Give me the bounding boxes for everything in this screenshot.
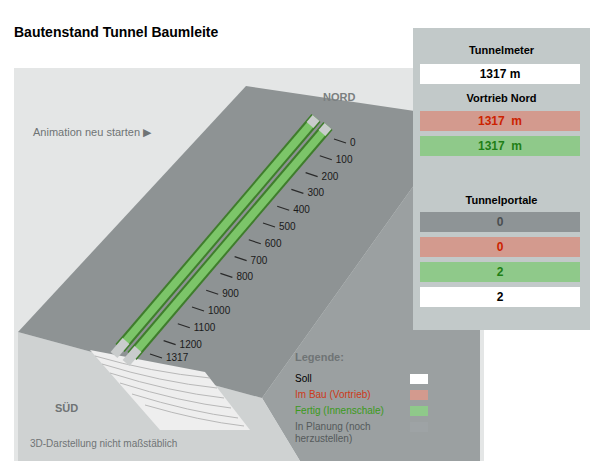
legend-text: Fertig (Innenschale) — [295, 405, 399, 417]
scale-tick — [291, 189, 303, 193]
value-box: 1317 m — [420, 111, 580, 131]
panel-heading: Vortrieb Nord — [413, 92, 590, 104]
value-box: 0 — [420, 212, 580, 232]
value-box: 2 — [420, 287, 580, 307]
legend-text: Im Bau (Vortrieb) — [295, 389, 399, 401]
diagram-title: Bautenstand Tunnel Baumleite — [14, 24, 218, 40]
legend-swatch — [410, 422, 428, 432]
animation-link: Animation neu starten ▶ — [33, 126, 152, 139]
scale-tick — [235, 257, 247, 261]
scale-tick — [178, 324, 190, 328]
legend-heading: Legende: — [295, 351, 344, 363]
legend-text: Soll — [295, 373, 399, 385]
compass-label: SÜD — [55, 402, 78, 414]
scale-tick — [306, 173, 318, 177]
scale-tick — [220, 273, 232, 277]
scale-number: 1000 — [208, 305, 230, 316]
scale-number: 100 — [336, 154, 353, 165]
scale-number: 300 — [307, 187, 324, 198]
rock-strata — [95, 356, 244, 426]
scale-tick — [320, 156, 332, 160]
scale-number: 900 — [222, 288, 239, 299]
scale-number: 400 — [293, 204, 310, 215]
value-text: 1317 m — [420, 114, 580, 128]
scale-number: 200 — [322, 171, 339, 182]
value-box: 1317 m — [420, 64, 580, 84]
scale-tick — [150, 354, 162, 358]
value-text: 1317 m — [420, 139, 580, 153]
scale-number: 500 — [279, 221, 296, 232]
scale-number: 600 — [265, 238, 282, 249]
scale-tick — [164, 341, 176, 345]
scale-ticks — [150, 139, 346, 358]
value-text: 0 — [420, 215, 580, 229]
panel-heading: Tunnelportale — [413, 194, 590, 206]
block-top — [18, 86, 462, 398]
scale-note: 3D-Darstellung nicht maßstäblich — [30, 438, 177, 449]
value-text: 0 — [420, 240, 580, 254]
scale-number: 800 — [236, 271, 253, 282]
scale-number: 1317 — [166, 352, 188, 363]
legend-swatch — [410, 406, 428, 416]
panel-heading: Tunnelmeter — [413, 44, 590, 56]
status-panel: TunnelmeterVortrieb NordTunnelportale 131… — [413, 28, 590, 330]
value-text: 2 — [420, 290, 580, 304]
legend-swatch — [410, 374, 428, 384]
scale-number: 0 — [350, 137, 356, 148]
legend-text: In Planung (noch herzustellen) — [295, 421, 399, 445]
rock-cut — [90, 350, 250, 430]
scale-tick — [192, 307, 204, 311]
scale-tick — [249, 240, 261, 244]
value-box: 0 — [420, 237, 580, 257]
value-text: 1317 m — [420, 67, 580, 81]
scale-number: 1200 — [180, 339, 202, 350]
value-box: 2 — [420, 262, 580, 282]
value-text: 2 — [420, 265, 580, 279]
status-panel-ground — [413, 28, 590, 330]
scale-tick — [206, 290, 218, 294]
scale-tick — [277, 206, 289, 210]
tunnel-tubes — [114, 118, 328, 363]
scale-tick — [334, 139, 346, 143]
value-box: 1317 m — [420, 136, 580, 156]
compass-label: NORD — [323, 91, 355, 103]
scale-number: 1100 — [194, 322, 216, 333]
legend-swatch — [410, 390, 428, 400]
scale-number: 700 — [251, 255, 268, 266]
scale-tick — [263, 223, 275, 227]
